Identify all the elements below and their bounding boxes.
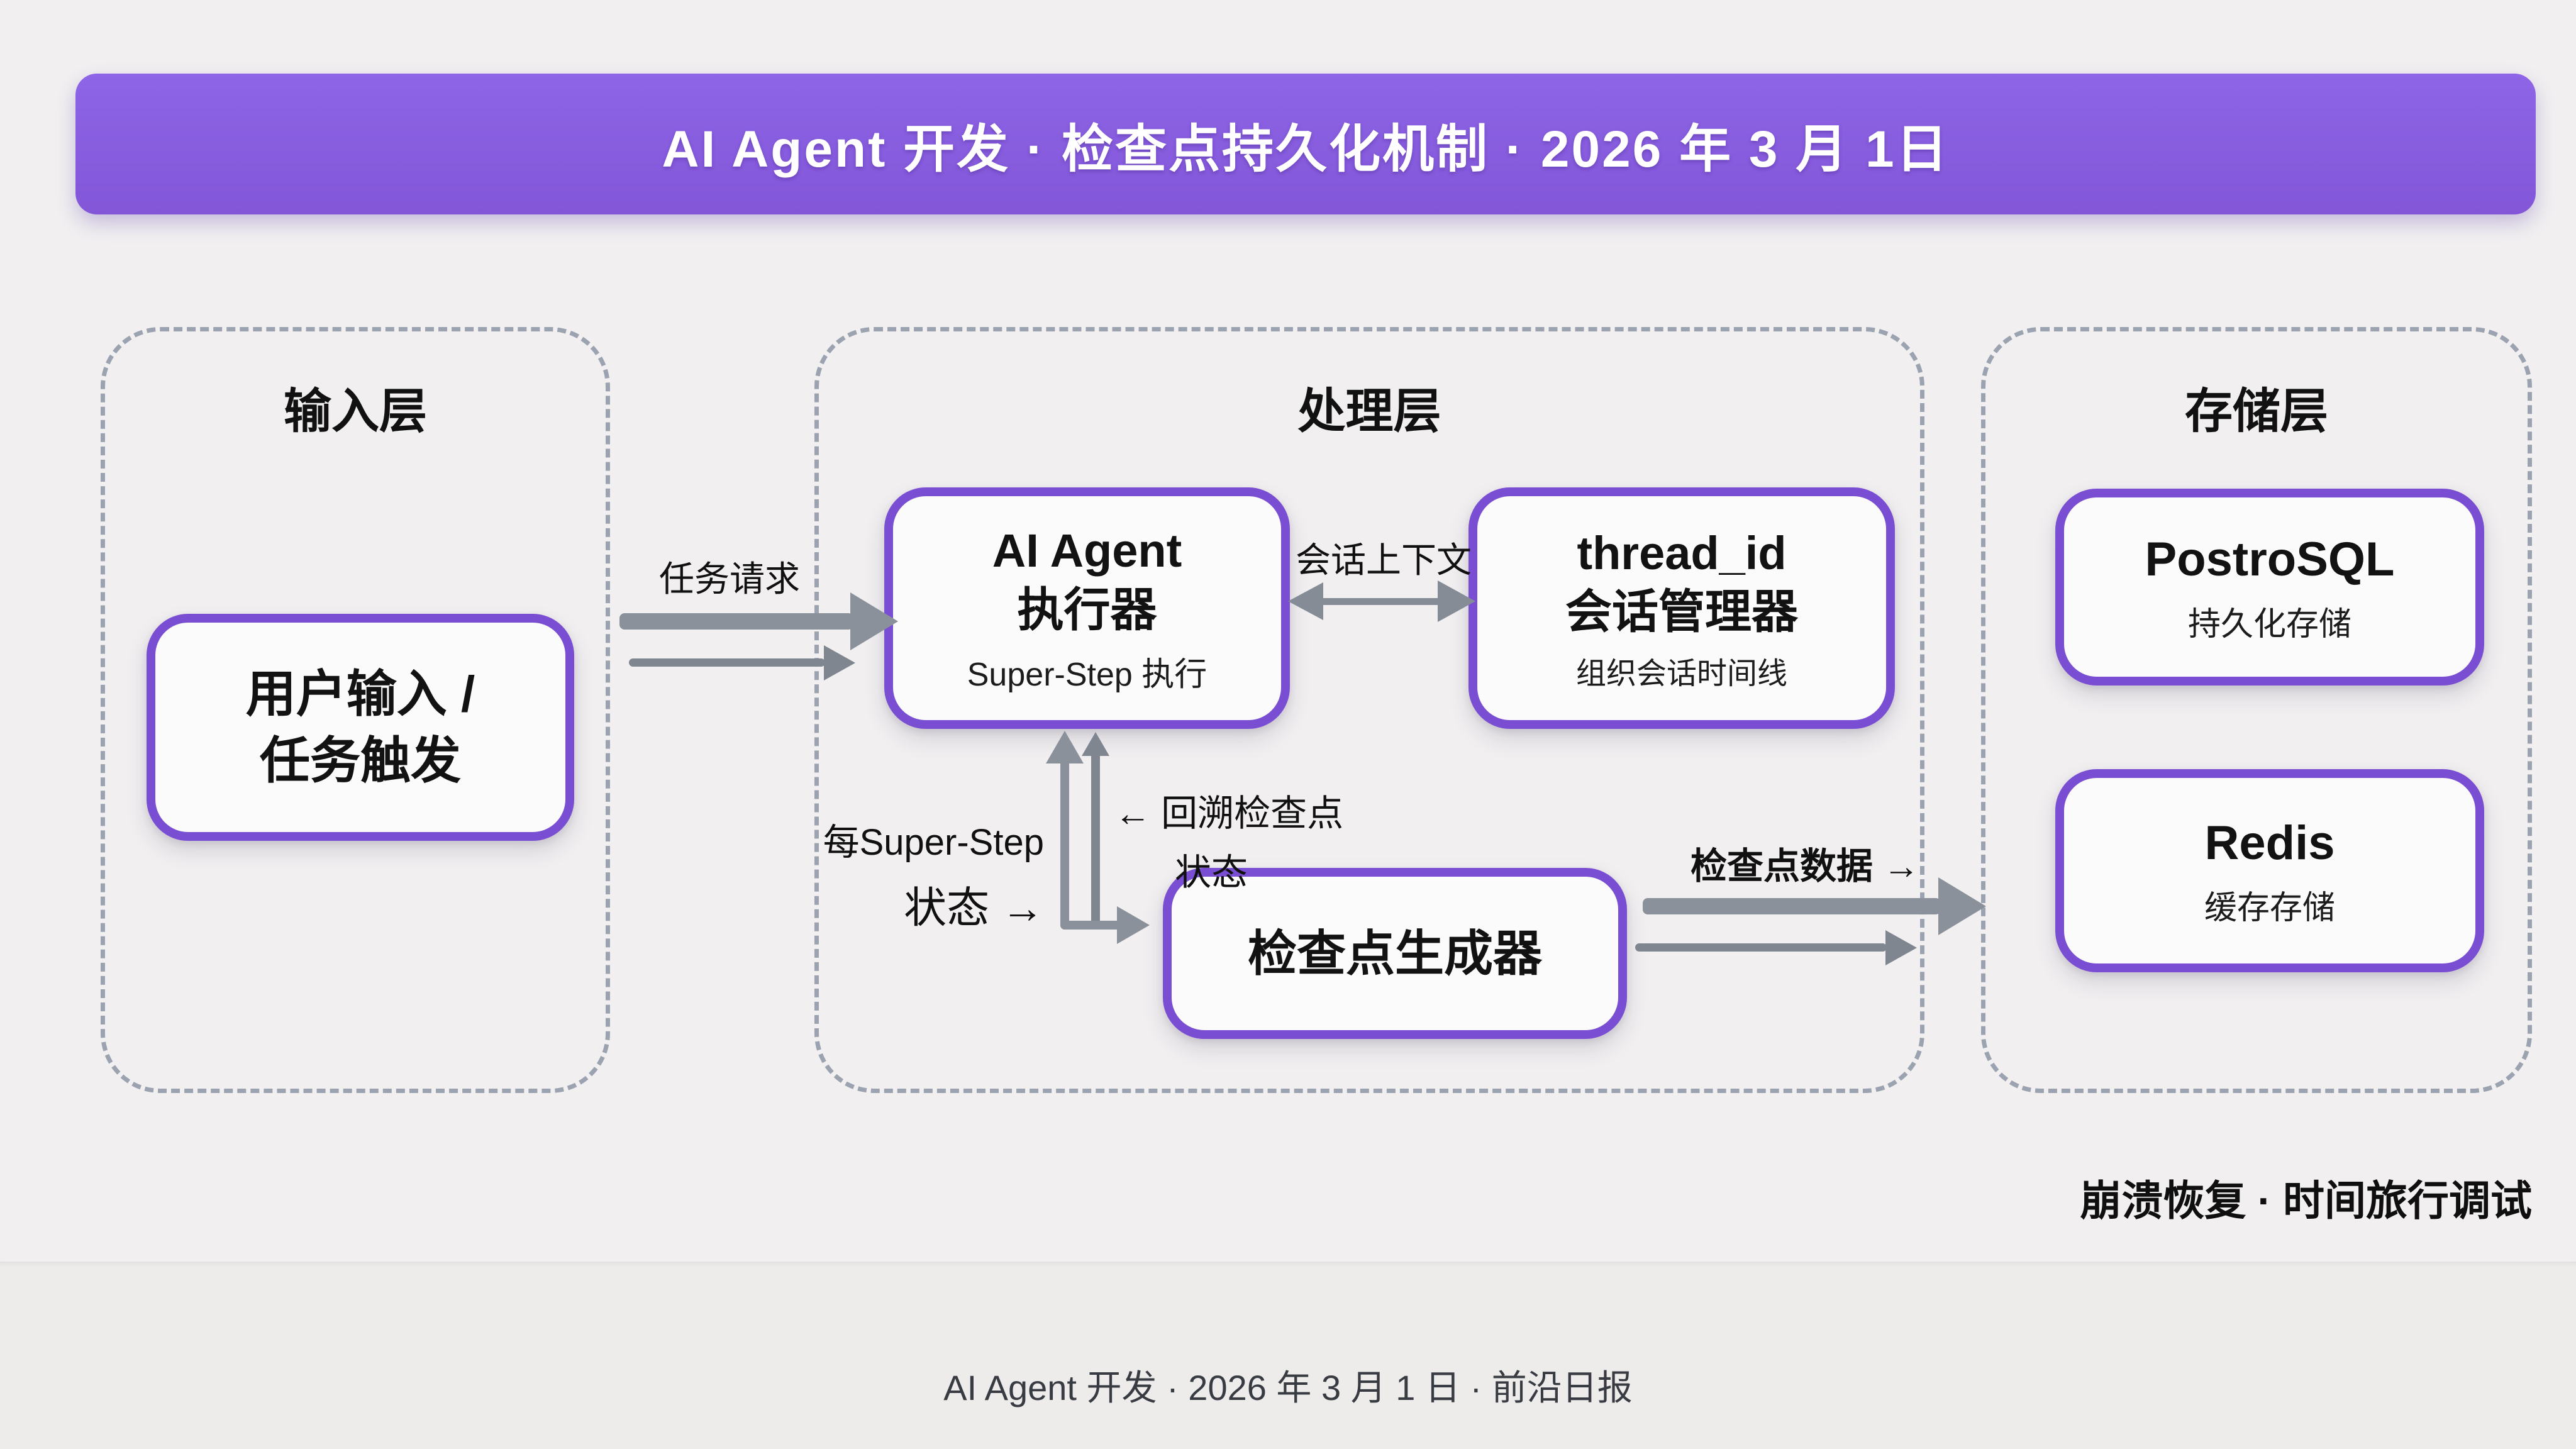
task-request-arrowhead-icon — [850, 592, 898, 650]
node-user-input-line2: 任务触发 — [260, 732, 461, 789]
layer-storage: 存储层 — [1981, 327, 2532, 1093]
task-request-arrow — [619, 613, 853, 630]
edge-label-task-request: 任务请求 — [659, 559, 800, 599]
header-title: AI Agent 开发 · 检查点持久化机制 · 2026 年 3 月 1日 — [662, 120, 1950, 178]
footer-band — [0, 1262, 2576, 1449]
checkpoint-to-agent-arrow — [1060, 752, 1069, 930]
node-checkpoint-generator-title: 检查点生成器 — [1247, 925, 1542, 981]
checkpoint-data-arrowhead-icon — [1938, 877, 1986, 935]
edge-label-per-superstep-line1: 每Super-Step — [823, 822, 1044, 863]
edge-label-checkpoint-data: 检查点数据 → — [1690, 846, 1920, 887]
node-thread-manager-line2: 会话管理器 — [1565, 586, 1798, 638]
node-agent-executor: AI Agent 执行器 Super-Step 执行 — [884, 487, 1290, 729]
node-agent-executor-line1: AI Agent — [992, 525, 1182, 577]
edge-label-restore-checkpoint-line1: ← 回溯检查点 — [1114, 793, 1344, 834]
node-postgresql-subtitle: 持久化存储 — [2187, 606, 2351, 643]
node-agent-executor-line2: 执行器 — [1017, 583, 1157, 636]
node-redis: Redis 缓存存储 — [2055, 769, 2484, 972]
checkpoint-to-agent-arrowhead-icon — [1046, 731, 1084, 763]
checkpoint-data-arrowhead-secondary-icon — [1885, 930, 1917, 965]
state-to-checkpoint-arrowhead-icon — [1117, 906, 1150, 944]
node-redis-subtitle: 缓存存储 — [2204, 889, 2335, 926]
header-banner: AI Agent 开发 · 检查点持久化机制 · 2026 年 3 月 1日 — [75, 74, 2536, 214]
node-agent-executor-subtitle: Super-Step 执行 — [967, 656, 1208, 693]
edge-label-per-superstep: 每Super-Step 状态 → — [730, 813, 1044, 935]
node-user-input-line1: 用户输入 / — [245, 665, 475, 722]
session-context-arrowhead-left-icon — [1288, 582, 1323, 620]
layer-processing-title: 处理层 — [1297, 385, 1441, 438]
node-postgresql-title: PostroSQL — [2145, 533, 2395, 587]
edge-label-session-context: 会话上下文 — [1296, 540, 1472, 580]
edge-label-restore-checkpoint-line2: 状态 — [1175, 852, 1248, 893]
node-thread-manager: thread_id 会话管理器 组织会话时间线 — [1468, 487, 1895, 729]
layer-processing: 处理层 — [814, 327, 1924, 1093]
node-checkpoint-generator: 检查点生成器 — [1163, 868, 1627, 1039]
bottom-right-note: 崩溃恢复 · 时间旅行调试 — [2080, 1177, 2532, 1224]
edge-label-per-superstep-line2: 状态 → — [904, 884, 1044, 932]
session-context-arrowhead-right-icon — [1438, 580, 1475, 622]
layer-input-title: 输入层 — [284, 385, 427, 438]
agent-state-loop-arrow — [1091, 752, 1100, 930]
footer-text: AI Agent 开发 · 2026 年 3 月 1 日 · 前沿日报 — [943, 1368, 1633, 1407]
layer-input: 输入层 — [101, 327, 610, 1093]
checkpoint-data-arrow-secondary — [1635, 943, 1887, 952]
task-request-arrowhead-secondary-icon — [824, 645, 855, 680]
edge-label-restore-checkpoint: ← 回溯检查点 状态 — [1114, 784, 1343, 896]
node-thread-manager-line1: thread_id — [1577, 526, 1787, 579]
session-context-arrow — [1301, 598, 1441, 605]
checkpoint-data-arrow — [1643, 898, 1941, 914]
node-postgresql: PostroSQL 持久化存储 — [2055, 489, 2484, 686]
node-user-input: 用户输入 / 任务触发 — [147, 614, 574, 841]
node-redis-title: Redis — [2204, 816, 2335, 870]
layer-storage-title: 存储层 — [2185, 385, 2328, 438]
state-to-checkpoint-elbow-arrow — [1060, 921, 1123, 930]
agent-state-loop-arrowhead-icon — [1082, 732, 1109, 756]
task-request-arrow-secondary — [629, 658, 825, 667]
node-thread-manager-subtitle: 组织会话时间线 — [1575, 657, 1787, 691]
